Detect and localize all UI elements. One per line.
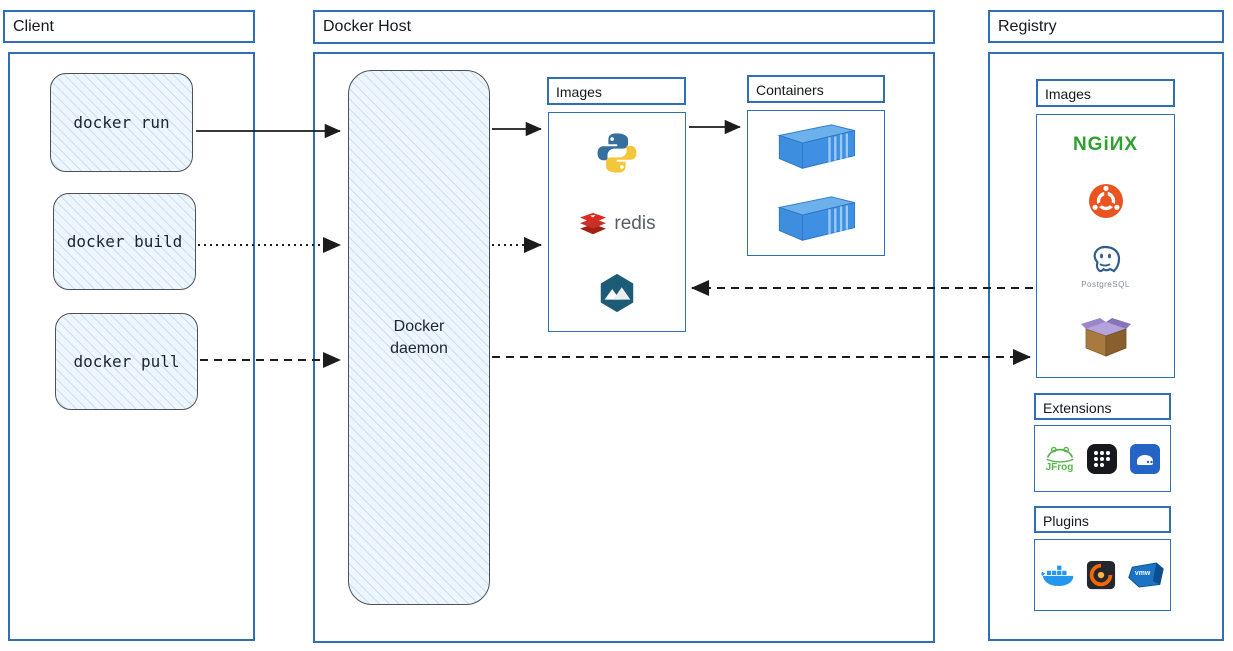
client-title: Client — [13, 18, 54, 35]
docker-daemon-label: Docker daemon — [390, 316, 448, 359]
docker-build-box: docker build — [53, 193, 196, 290]
containers-panel — [747, 110, 885, 256]
docker-whale-logo — [1040, 565, 1073, 587]
containers-title: Containers — [756, 82, 824, 98]
nginx-logo: NGiИX — [1072, 134, 1139, 156]
registry-extensions-title: Extensions — [1043, 400, 1112, 416]
registry-images-title-box: Images — [1036, 79, 1175, 107]
docker-daemon-label-line1: Docker — [393, 317, 445, 335]
registry-title: Registry — [998, 18, 1057, 35]
vmware-label: vmw — [1134, 570, 1150, 577]
redis-logo — [580, 212, 607, 235]
docker-daemon-label-line2: daemon — [390, 339, 448, 357]
host-images-panel: redis — [548, 112, 686, 332]
registry-extensions-panel: JFrog — [1034, 425, 1171, 492]
docker-run-box: docker run — [50, 73, 193, 172]
docker-pull-label: docker pull — [73, 352, 180, 371]
docker-daemon-box: Docker daemon — [348, 70, 490, 605]
container-icon — [777, 124, 856, 169]
containers-title-box: Containers — [747, 75, 885, 103]
container-icon — [777, 196, 856, 241]
docker-pull-box: docker pull — [55, 313, 198, 410]
registry-plugins-panel: vmw — [1034, 539, 1171, 611]
registry-plugins-title: Plugins — [1043, 513, 1089, 529]
registry-title-box: Registry — [988, 10, 1224, 43]
python-logo — [597, 133, 637, 173]
disk-icon — [1129, 443, 1160, 474]
postgresql-logo — [1094, 246, 1121, 273]
postgresql-logo-stack: PostgreSQL — [1081, 245, 1130, 289]
redis-logo-row: redis — [578, 211, 656, 237]
jfrog-label: JFrog — [1045, 461, 1074, 473]
registry-extensions-title-box: Extensions — [1034, 393, 1171, 420]
host-images-title: Images — [556, 84, 602, 100]
dots-grid-icon — [1086, 443, 1117, 474]
registry-images-panel: NGiИX Postgre — [1036, 114, 1175, 378]
registry-images-title: Images — [1045, 86, 1091, 102]
jfrog-logo — [1045, 446, 1074, 463]
busybox-logo — [1080, 317, 1131, 357]
registry-plugins-title-box: Plugins — [1034, 506, 1171, 533]
redis-label: redis — [614, 212, 656, 234]
jfrog-logo-stack: JFrog — [1045, 445, 1075, 473]
docker-host-title-box: Docker Host — [313, 10, 935, 44]
vmware-logo: vmw — [1127, 562, 1164, 588]
client-title-box: Client — [3, 10, 255, 43]
host-images-title-box: Images — [547, 77, 686, 105]
ubuntu-logo — [1088, 183, 1123, 218]
alpine-logo — [600, 273, 634, 312]
docker-run-label: docker run — [73, 113, 170, 132]
grafana-logo — [1086, 560, 1115, 590]
docker-host-title: Docker Host — [323, 18, 412, 35]
postgresql-label: PostgreSQL — [1081, 280, 1130, 290]
docker-build-label: docker build — [66, 232, 183, 251]
